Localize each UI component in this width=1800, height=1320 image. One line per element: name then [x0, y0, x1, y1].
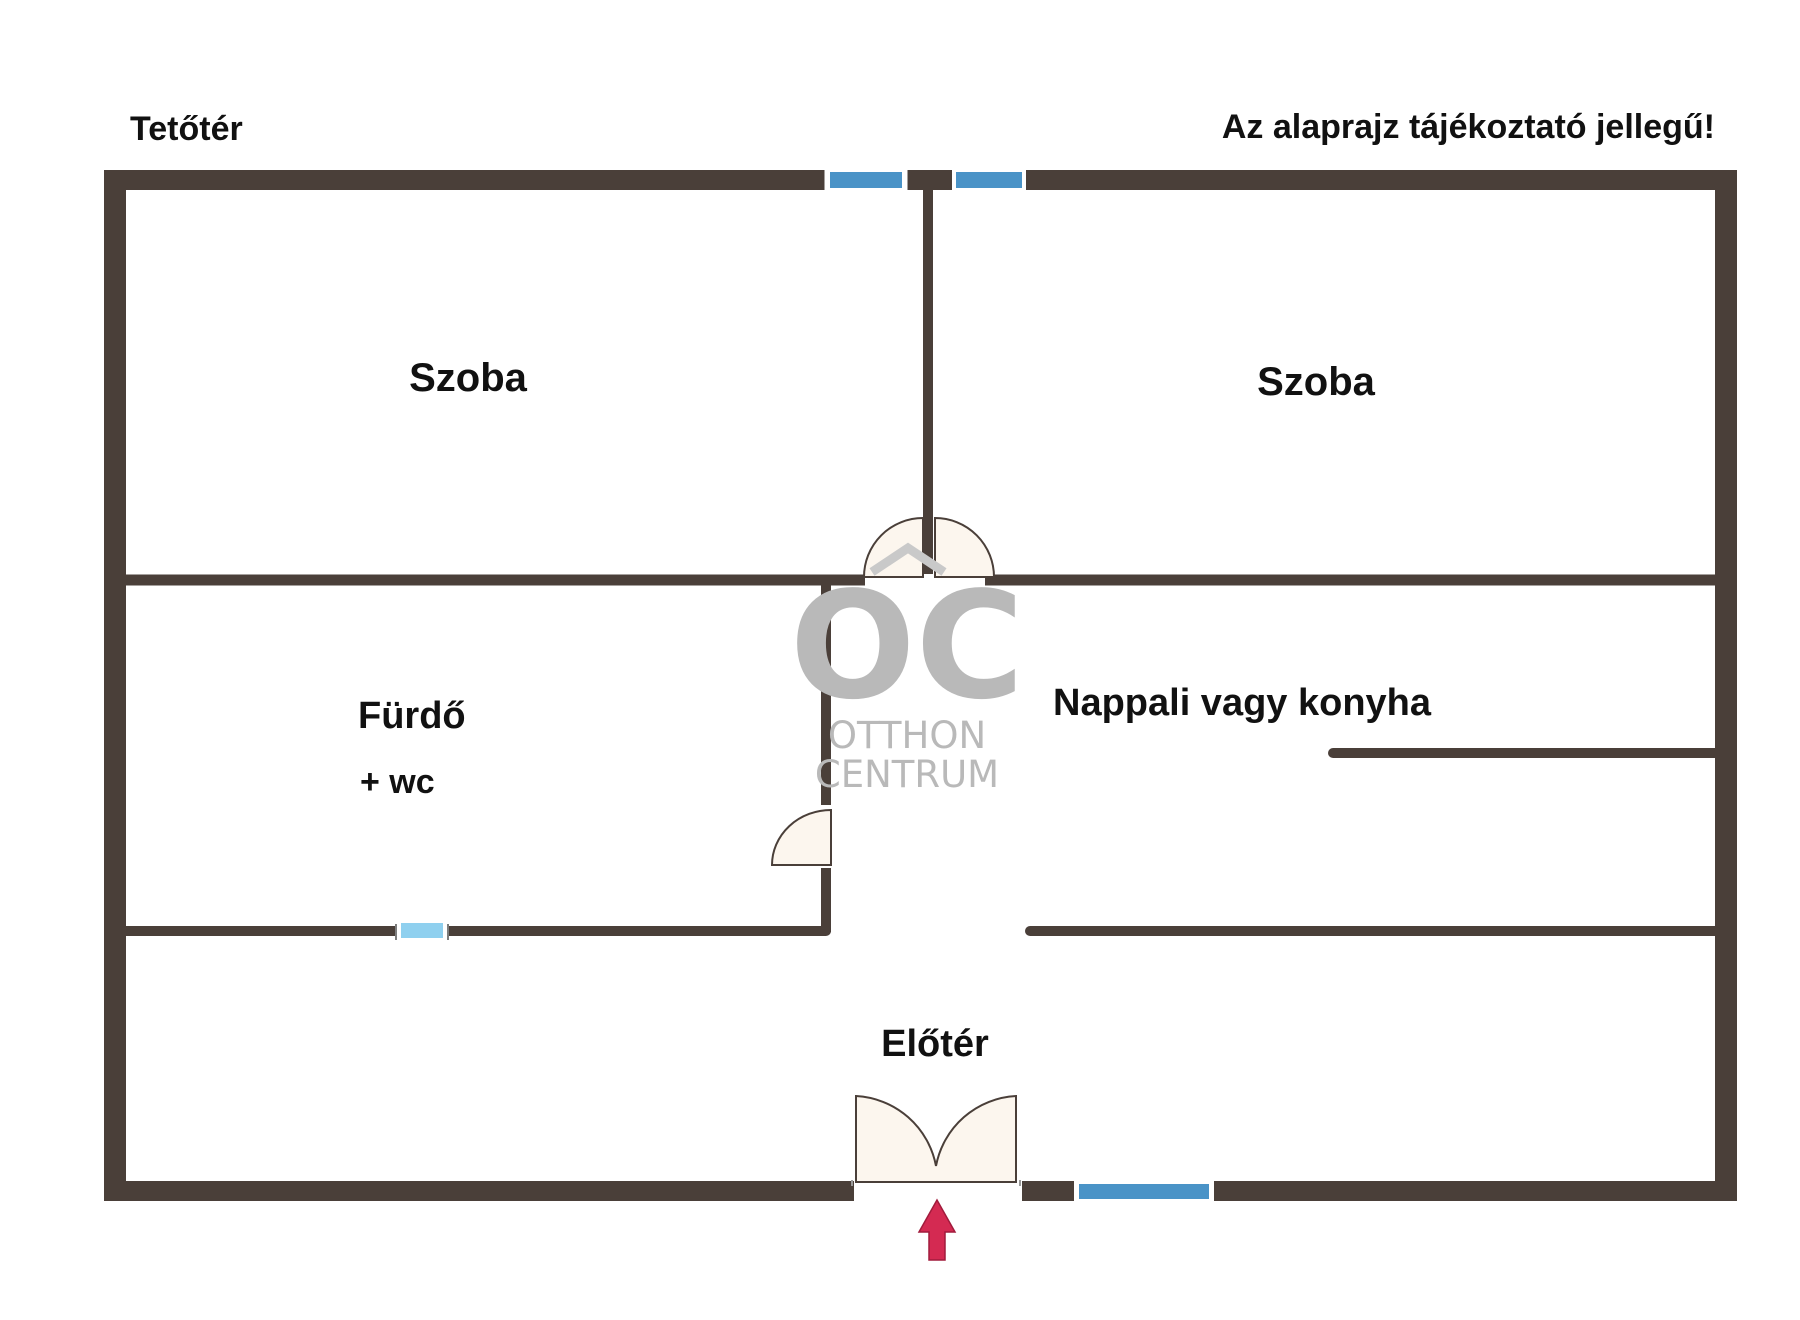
up-arrow-icon [917, 1198, 957, 1261]
window-bath [395, 920, 449, 942]
floor-label: Tetőtér [130, 110, 243, 148]
doors [770, 516, 1022, 1204]
room-label-bath: Fürdő [358, 695, 466, 737]
watermark-mark: OC [790, 560, 1024, 732]
watermark-line2: CENTRUM [815, 753, 999, 796]
room-label-szoba-left: Szoba [409, 356, 528, 400]
wall-left [104, 170, 126, 1201]
wall-right [1715, 170, 1737, 1201]
door-bath [770, 808, 832, 866]
window-top-left [824, 168, 908, 192]
wall-top [104, 170, 1737, 190]
door-entrance [855, 1094, 1017, 1183]
room-label-hall: Előtér [881, 1023, 989, 1065]
interior-walls [121, 190, 1720, 936]
outer-walls [104, 170, 1737, 1201]
watermark: OC OTTHON CENTRUM [790, 542, 1024, 796]
window-top-right [952, 169, 1026, 191]
windows [395, 168, 1214, 1202]
room-label-living: Nappali vagy konyha [1053, 682, 1432, 724]
window-bottom [1074, 1180, 1214, 1202]
disclaimer-text: Az alaprajz tájékoztató jellegű! [1222, 108, 1715, 146]
room-label-bath-sub: + wc [360, 763, 435, 801]
watermark-line1: OTTHON [828, 714, 986, 757]
roof-logo-icon [869, 542, 947, 576]
room-label-szoba-right: Szoba [1257, 360, 1376, 404]
door-room-right [934, 516, 996, 578]
